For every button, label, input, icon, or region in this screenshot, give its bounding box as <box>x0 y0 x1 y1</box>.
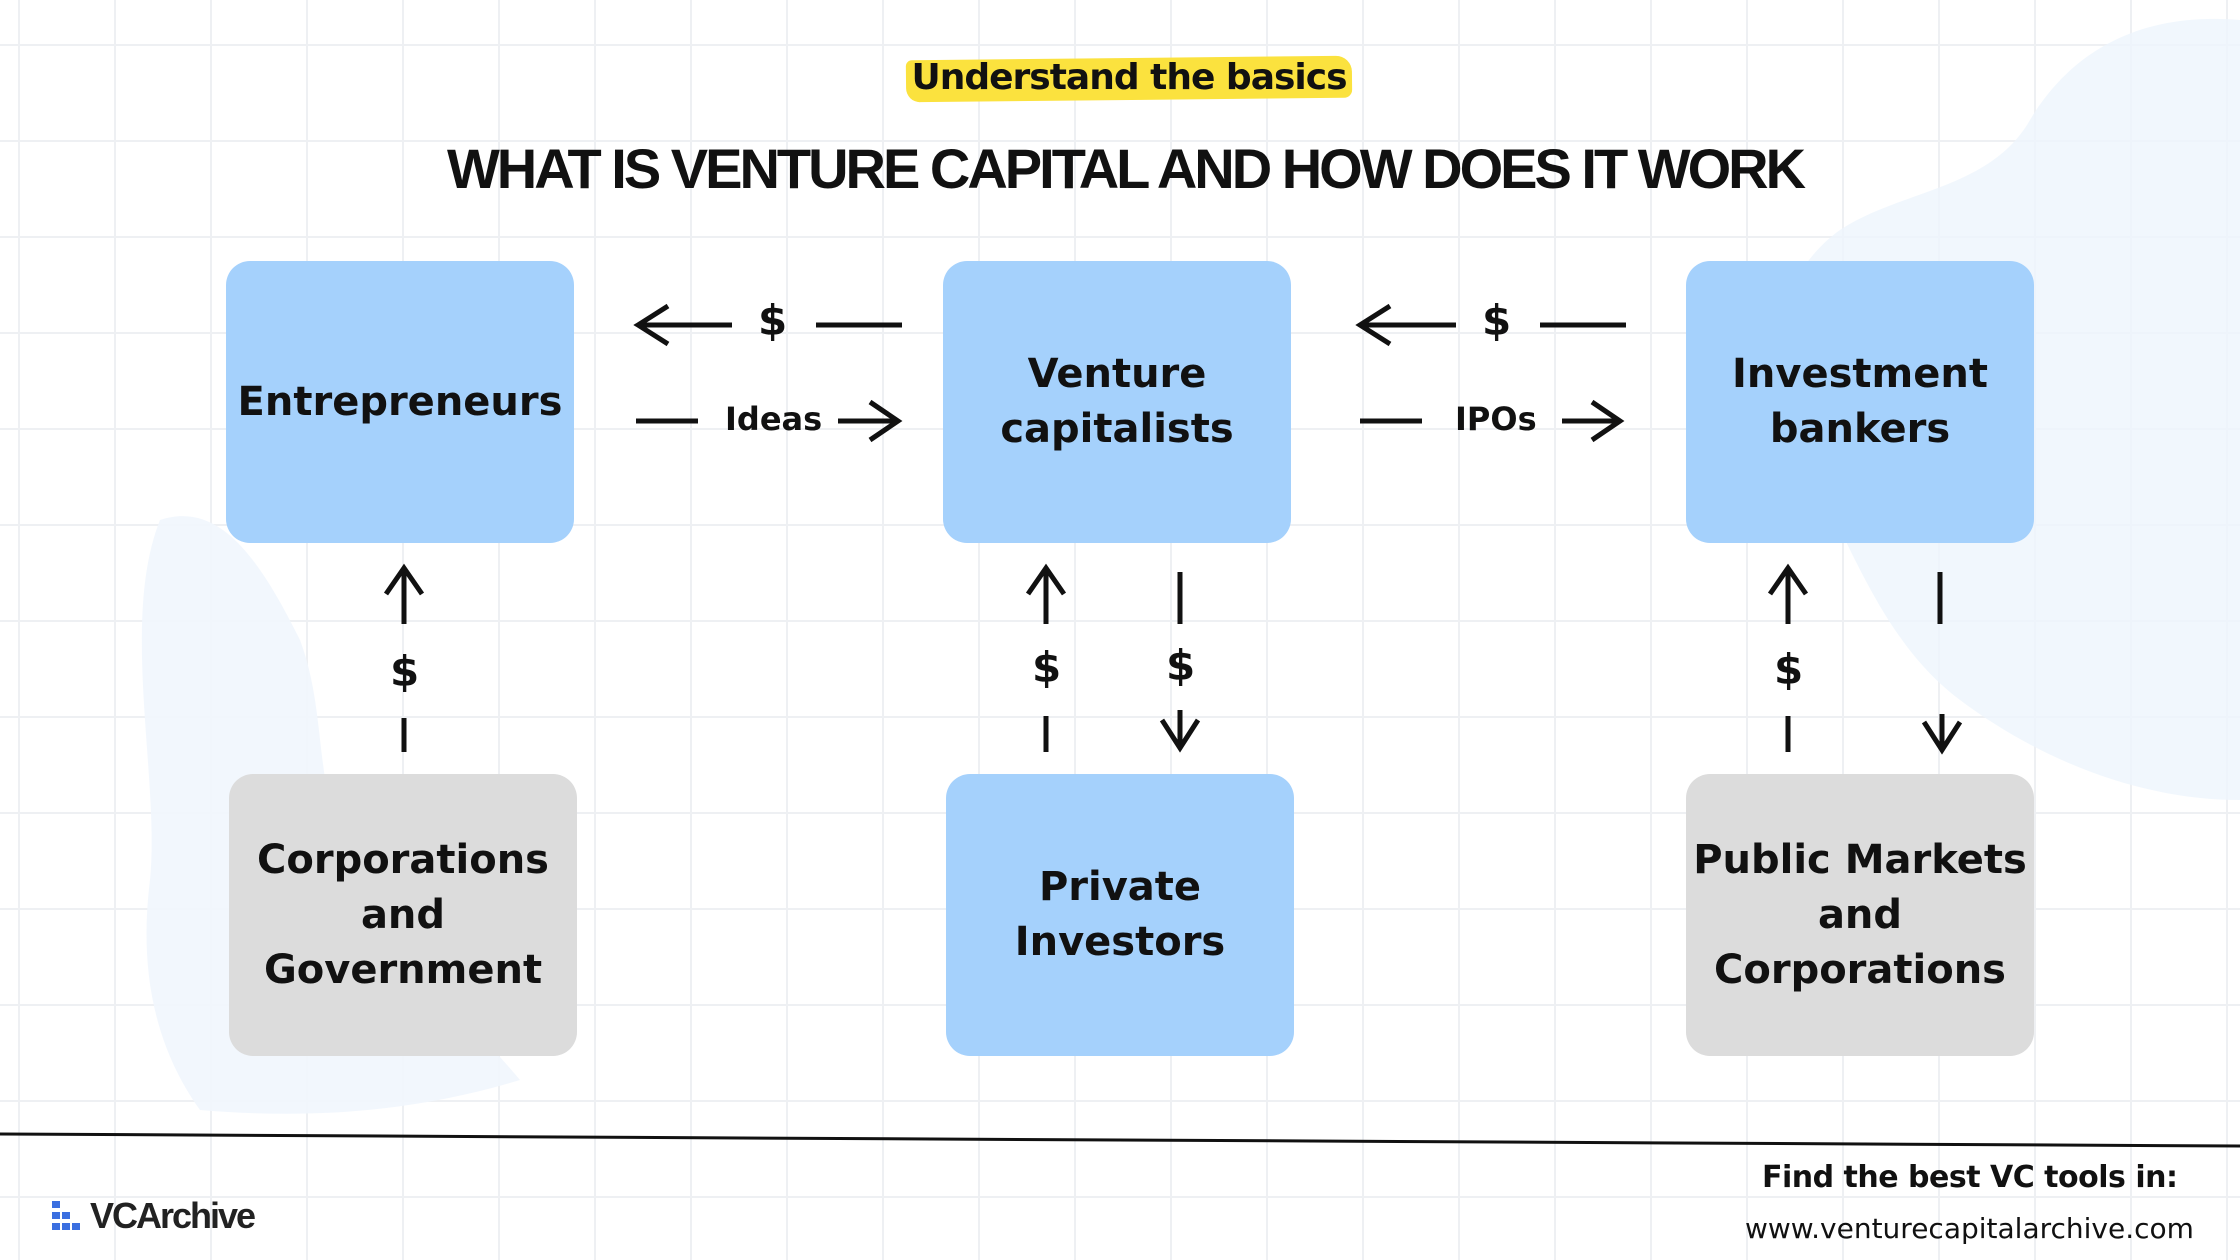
node-ib-line-2: bankers <box>1769 406 1951 452</box>
edge-label-ideas: Ideas <box>725 400 823 438</box>
node-private-investors: Private Investors <box>946 774 1294 1056</box>
edge-label-ipos: IPOs <box>1455 400 1537 438</box>
arrow-private-to-vc <box>1025 563 1067 752</box>
node-cg-line-3: Government <box>263 946 543 993</box>
vcarchive-logo: VCArchive <box>52 1195 256 1236</box>
arrow-ib-to-public <box>1921 572 1963 755</box>
node-pm-line-2: and <box>1817 891 1903 938</box>
node-pi-line-1: Private <box>1038 864 1202 910</box>
edge-label-gov-to-ent: $ <box>390 647 420 696</box>
arrow-ib-to-vc <box>1355 303 1626 347</box>
edge-label-vc-to-ent: $ <box>758 296 788 345</box>
node-vc-line-2: capitalists <box>1000 406 1234 452</box>
node-cg-line-2: and <box>360 891 446 938</box>
node-investment-bankers: Investment bankers <box>1686 261 2034 543</box>
arrow-public-to-ib <box>1767 563 1809 752</box>
node-pi-line-2: Investors <box>1014 919 1226 965</box>
tag-label: Understand the basics <box>911 57 1347 98</box>
node-entrepreneurs-label: Entrepreneurs <box>237 378 563 425</box>
arrow-gov-to-entrepreneurs <box>383 563 425 752</box>
node-pm-line-1: Public Markets <box>1693 836 2027 883</box>
footer-url[interactable]: www.venturecapitalarchive.com <box>1745 1212 2194 1245</box>
arrow-vc-to-private <box>1159 572 1201 753</box>
logo-mark-icon <box>52 1201 80 1230</box>
node-cg-line-1: Corporations <box>257 836 549 883</box>
node-pm-line-3: Corporations <box>1714 946 2006 993</box>
node-corporations-government: Corporations and Government <box>229 774 577 1056</box>
node-entrepreneurs: Entrepreneurs <box>226 261 574 543</box>
logo-text: VCArchive <box>90 1195 256 1236</box>
arrow-entrepreneurs-to-vc <box>636 399 903 443</box>
node-ib-line-1: Investment <box>1732 351 1988 397</box>
edge-label-pub-to-ib: $ <box>1774 645 1804 694</box>
edge-label-vc-to-priv: $ <box>1166 641 1196 690</box>
edge-label-ib-to-vc: $ <box>1482 296 1512 345</box>
node-vc-line-1: Venture <box>1027 351 1207 397</box>
node-public-markets: Public Markets and Corporations <box>1686 774 2034 1056</box>
footer-cta: Find the best VC tools in: <box>1762 1160 2178 1195</box>
page-title: WHAT IS VENTURE CAPITAL AND HOW DOES IT … <box>446 137 1806 200</box>
node-venture-capitalists: Venture capitalists <box>943 261 1291 543</box>
edge-label-priv-to-vc: $ <box>1032 643 1062 692</box>
arrow-vc-to-entrepreneurs <box>633 303 902 347</box>
arrow-vc-to-ib <box>1360 399 1625 443</box>
